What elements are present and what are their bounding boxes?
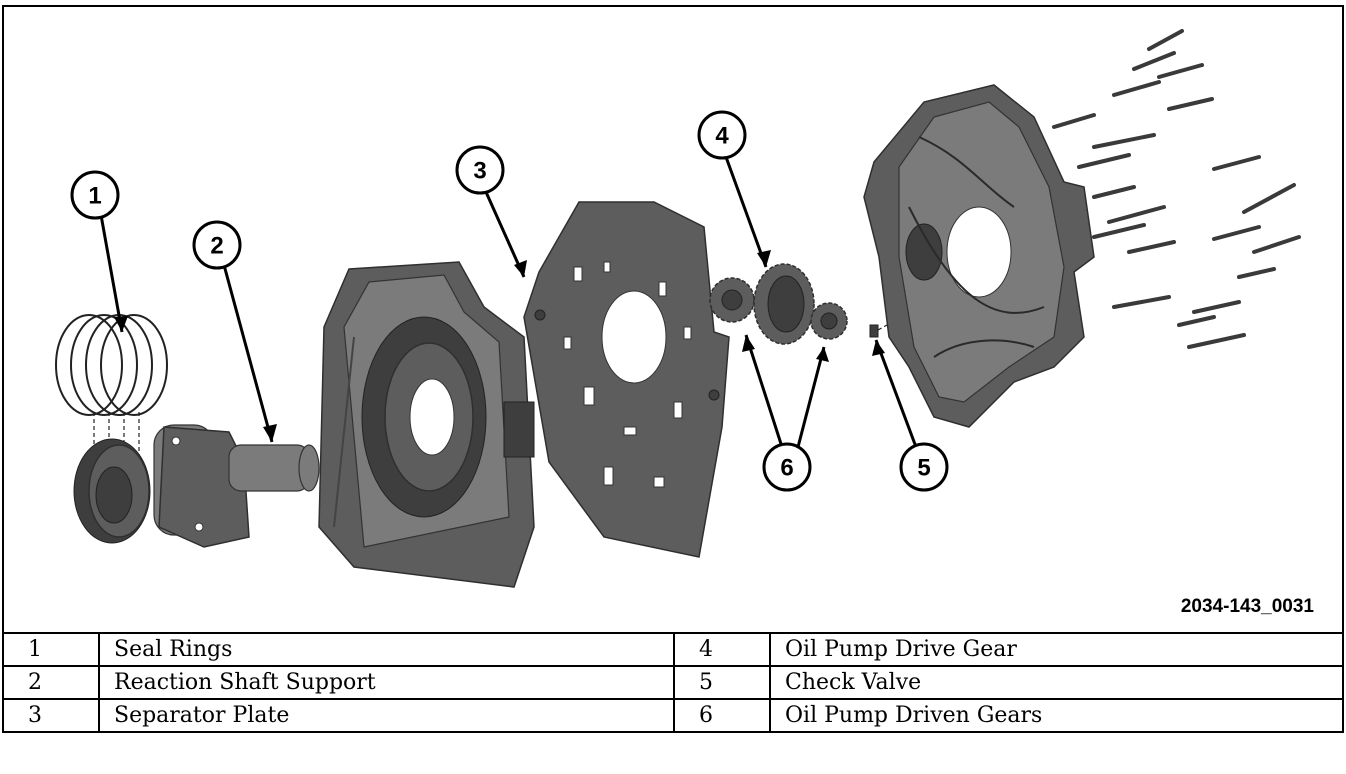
callout-3-leader xyxy=(484,191,526,278)
legend-row: 1 Seal Rings 4 Oil Pump Drive Gear xyxy=(2,632,1344,667)
legend-number: 6 xyxy=(673,698,771,733)
exploded-view-illustration: 1 2 3 4 6 5 xyxy=(55,29,1301,588)
legend-name: Reaction Shaft Support xyxy=(98,665,675,700)
callout-4-leader xyxy=(724,156,768,268)
legend-number: 2 xyxy=(2,665,100,700)
callout-4: 4 xyxy=(697,110,747,160)
legend-row: 3 Separator Plate 6 Oil Pump Driven Gear… xyxy=(2,698,1344,733)
legend-number: 5 xyxy=(673,665,771,700)
legend-number: 3 xyxy=(2,698,100,733)
callout-1-leader xyxy=(99,214,124,333)
pump-housing-part xyxy=(318,261,535,588)
legend-row: 2 Reaction Shaft Support 5 Check Valve xyxy=(2,665,1344,700)
callout-2-leader xyxy=(222,264,274,443)
legend-number: 4 xyxy=(673,632,771,667)
oil-pump-gears-part xyxy=(709,263,848,345)
legend-name: Oil Pump Driven Gears xyxy=(769,698,1344,733)
callout-6: 6 xyxy=(762,442,812,492)
legend-name: Check Valve xyxy=(769,665,1344,700)
separator-plate-part xyxy=(523,201,730,558)
legend-name: Separator Plate xyxy=(98,698,675,733)
callout-2-number: 2 xyxy=(210,233,223,260)
callout-4-number: 4 xyxy=(715,123,729,150)
callout-5-leader xyxy=(874,339,918,448)
seal-rings-part xyxy=(55,314,168,462)
callout-3-number: 3 xyxy=(473,158,486,185)
callout-5-number: 5 xyxy=(917,455,930,482)
exploded-view-figure: 1 2 3 4 6 5 2034-143_0031 xyxy=(2,5,1344,634)
legend-name: Seal Rings xyxy=(98,632,675,667)
figure-id-label: 2034-143_0031 xyxy=(1180,596,1314,617)
callout-5: 5 xyxy=(899,442,949,492)
oil-pump-body-part xyxy=(863,84,1095,428)
callout-6-number: 6 xyxy=(780,455,793,482)
legend-number: 1 xyxy=(2,632,100,667)
legend-table: 1 Seal Rings 4 Oil Pump Drive Gear 2 Rea… xyxy=(2,632,1344,733)
callout-1: 1 xyxy=(70,170,120,220)
legend-name: Oil Pump Drive Gear xyxy=(769,632,1344,667)
callout-6-leader-a xyxy=(744,334,784,448)
callout-3: 3 xyxy=(455,145,505,195)
reaction-shaft-support-part xyxy=(73,424,320,548)
bolts-group xyxy=(1052,29,1301,349)
callout-1-number: 1 xyxy=(88,183,101,210)
callout-2: 2 xyxy=(192,220,242,270)
callout-6-leader-b xyxy=(796,346,826,448)
